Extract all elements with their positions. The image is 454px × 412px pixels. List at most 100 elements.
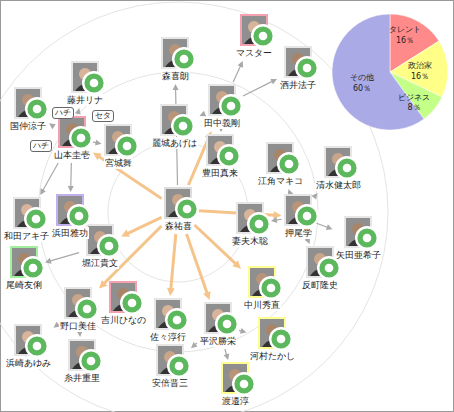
relation-arrow bbox=[200, 111, 207, 117]
portrait bbox=[154, 298, 182, 330]
portrait bbox=[10, 246, 38, 278]
person-node: 清水健太郎 bbox=[315, 146, 362, 191]
person-name: 宮城舞 bbox=[104, 157, 133, 169]
portrait bbox=[248, 266, 276, 298]
relation-arrow bbox=[233, 61, 243, 82]
person-name: 森祐喜 bbox=[164, 220, 193, 232]
person-node: 宮城舞 bbox=[104, 124, 133, 169]
speech-bubble: ハチ bbox=[30, 140, 52, 152]
person-node: 妻夫木聡 bbox=[231, 202, 269, 247]
person-node: 森祐喜 bbox=[164, 187, 193, 232]
portrait bbox=[64, 287, 92, 319]
portrait bbox=[14, 87, 42, 119]
person-node: 河村たかし bbox=[249, 317, 296, 362]
person-node: 藤井リナ bbox=[66, 61, 104, 106]
pie-label: 政治家 bbox=[408, 61, 432, 71]
relation-arrow bbox=[49, 123, 56, 129]
relation-arrow bbox=[191, 342, 197, 348]
portrait bbox=[161, 37, 189, 69]
portrait bbox=[284, 194, 312, 226]
person-name: 藤井リナ bbox=[66, 94, 104, 106]
person-node: 森喜朗 bbox=[161, 37, 190, 82]
speech-bubble: セタ bbox=[92, 110, 114, 122]
person-name: 田中義剛 bbox=[203, 117, 241, 129]
portrait bbox=[109, 281, 137, 313]
portrait bbox=[221, 362, 249, 394]
speech-bubble: ハチ bbox=[52, 107, 74, 119]
person-node: 酒井法子 bbox=[279, 46, 317, 91]
relation-arrow bbox=[243, 79, 277, 96]
person-node: 麗城あげは bbox=[151, 104, 198, 149]
pie-label: 16％ bbox=[396, 36, 414, 46]
person-name: 清水健太郎 bbox=[315, 179, 362, 191]
person-name: 和田アキ子 bbox=[3, 230, 50, 242]
portrait bbox=[104, 124, 132, 156]
person-name: 糸井重里 bbox=[63, 372, 101, 384]
portrait bbox=[160, 104, 188, 136]
person-name: 妻夫木聡 bbox=[231, 235, 269, 247]
relation-arrow bbox=[311, 193, 317, 200]
relation-arrow bbox=[93, 153, 162, 199]
person-node: 安倍晋三 bbox=[151, 344, 189, 389]
portrait bbox=[204, 302, 232, 334]
person-name: 佐々淳行 bbox=[149, 331, 187, 343]
person-name: 渡邉淳 bbox=[221, 395, 250, 407]
person-node: 田中義剛 bbox=[203, 84, 241, 129]
portrait bbox=[164, 187, 192, 219]
person-node: 平沢勝栄 bbox=[199, 302, 237, 347]
portrait bbox=[324, 146, 352, 178]
person-node: 渡邉淳 bbox=[221, 362, 250, 407]
portrait bbox=[306, 246, 334, 278]
orbit-rings bbox=[0, 2, 388, 412]
person-node: 中川秀直 bbox=[243, 266, 281, 311]
person-node: 吉川ひなの bbox=[100, 281, 147, 326]
portrait bbox=[208, 84, 236, 116]
relation-arrow bbox=[68, 163, 74, 192]
person-name: 野口美佳 bbox=[59, 320, 97, 332]
pie-label: 8％ bbox=[407, 103, 420, 113]
person-name: 安倍晋三 bbox=[151, 377, 189, 389]
portrait bbox=[156, 344, 184, 376]
person-node: 和田アキ子 bbox=[3, 197, 50, 242]
pie-label: タレント bbox=[389, 25, 421, 35]
person-node: 尾崎友俐 bbox=[5, 246, 43, 291]
person-name: 酒井法子 bbox=[279, 79, 317, 91]
relation-arrow bbox=[40, 163, 58, 195]
portrait bbox=[56, 194, 84, 226]
person-name: 押尾学 bbox=[284, 227, 313, 239]
relation-arrow bbox=[187, 234, 211, 300]
relation-arrow bbox=[315, 223, 333, 230]
person-node: 江角マキコ bbox=[257, 142, 304, 187]
portrait bbox=[13, 197, 41, 229]
pie-chart bbox=[332, 14, 448, 130]
relation-arrow bbox=[75, 108, 81, 115]
person-name: 堀江貴文 bbox=[81, 257, 119, 269]
relation-arrow bbox=[45, 253, 79, 264]
portrait bbox=[58, 116, 86, 148]
person-name: 国仲涼子 bbox=[9, 120, 47, 132]
portrait bbox=[68, 339, 96, 371]
person-node: 国仲涼子 bbox=[9, 87, 47, 132]
portrait bbox=[71, 61, 99, 93]
person-node: 浜田雅功 bbox=[51, 194, 89, 239]
person-node: 糸井重里 bbox=[63, 339, 101, 384]
person-node: 佐々淳行 bbox=[149, 298, 187, 343]
person-name: 河村たかし bbox=[249, 350, 296, 362]
relation-arrow bbox=[224, 349, 230, 360]
portrait bbox=[258, 317, 286, 349]
portrait bbox=[14, 324, 42, 356]
relation-arrow bbox=[239, 328, 247, 334]
person-name: 豊田真来 bbox=[201, 167, 239, 179]
person-node: 豊田真来 bbox=[201, 134, 239, 179]
pie-label: 16％ bbox=[411, 72, 429, 82]
person-name: 反町隆史 bbox=[301, 279, 339, 291]
portrait bbox=[206, 134, 234, 166]
person-name: 平沢勝栄 bbox=[199, 335, 237, 347]
portrait bbox=[240, 14, 268, 46]
person-name: 山本圭壱 bbox=[53, 149, 91, 161]
relation-arrow bbox=[271, 217, 282, 223]
person-node: 矢田亜希子 bbox=[335, 216, 382, 261]
person-name: 吉川ひなの bbox=[100, 314, 147, 326]
portrait bbox=[86, 224, 114, 256]
